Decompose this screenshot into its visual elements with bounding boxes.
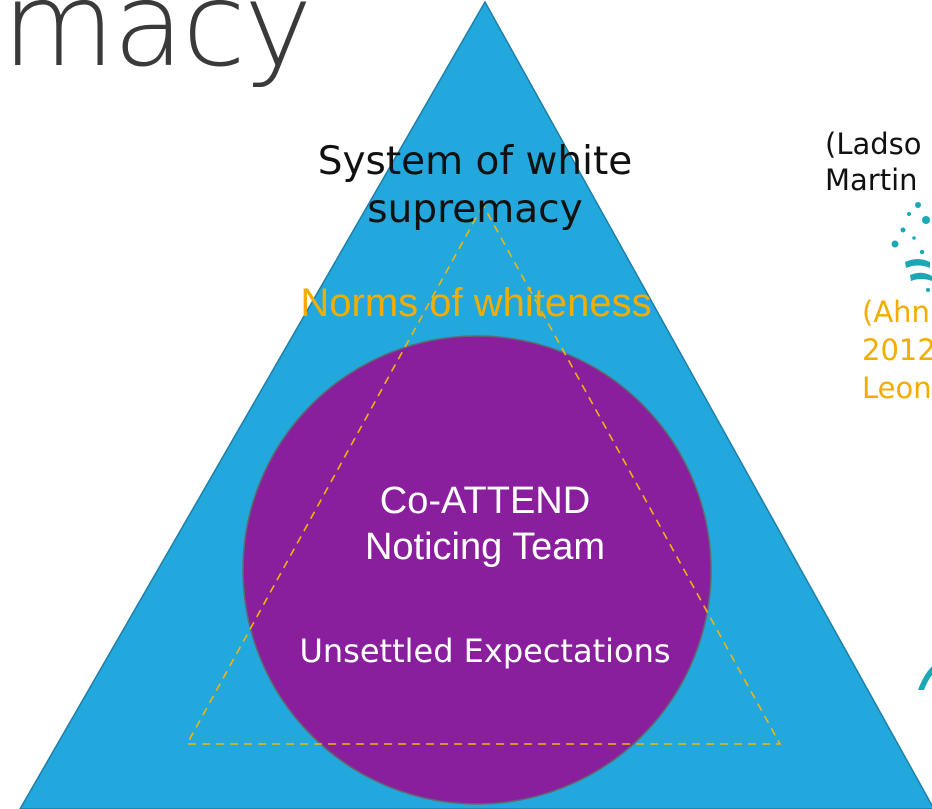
citation-line: Leon (862, 371, 932, 405)
team-circle (242, 335, 712, 805)
center-label-line: Noticing Team (364, 526, 606, 568)
citation-orange: (Ahn 2012 Leon (862, 293, 932, 407)
norms-label: Norms of whiteness (300, 281, 652, 325)
center-label: Co-ATTEND Noticing Team (275, 478, 695, 570)
bottom-label: Unsettled Expectations (299, 632, 671, 670)
splash-decoration (891, 202, 932, 690)
apex-label: System of white supremacy (300, 138, 650, 234)
center-label-line: Co-ATTEND (379, 480, 591, 522)
citation-black: (Ladso Martin (825, 126, 922, 198)
citation-line: 2012 (862, 333, 932, 367)
apex-label-line: supremacy (367, 187, 583, 232)
citation-line: (Ladso (825, 127, 922, 161)
apex-label-line: System of white (317, 139, 633, 184)
citation-line: Martin (825, 163, 918, 197)
citation-line: (Ahn (862, 295, 930, 329)
dashed-triangle (185, 203, 782, 745)
slide-title-fragment: macy (2, 0, 313, 93)
